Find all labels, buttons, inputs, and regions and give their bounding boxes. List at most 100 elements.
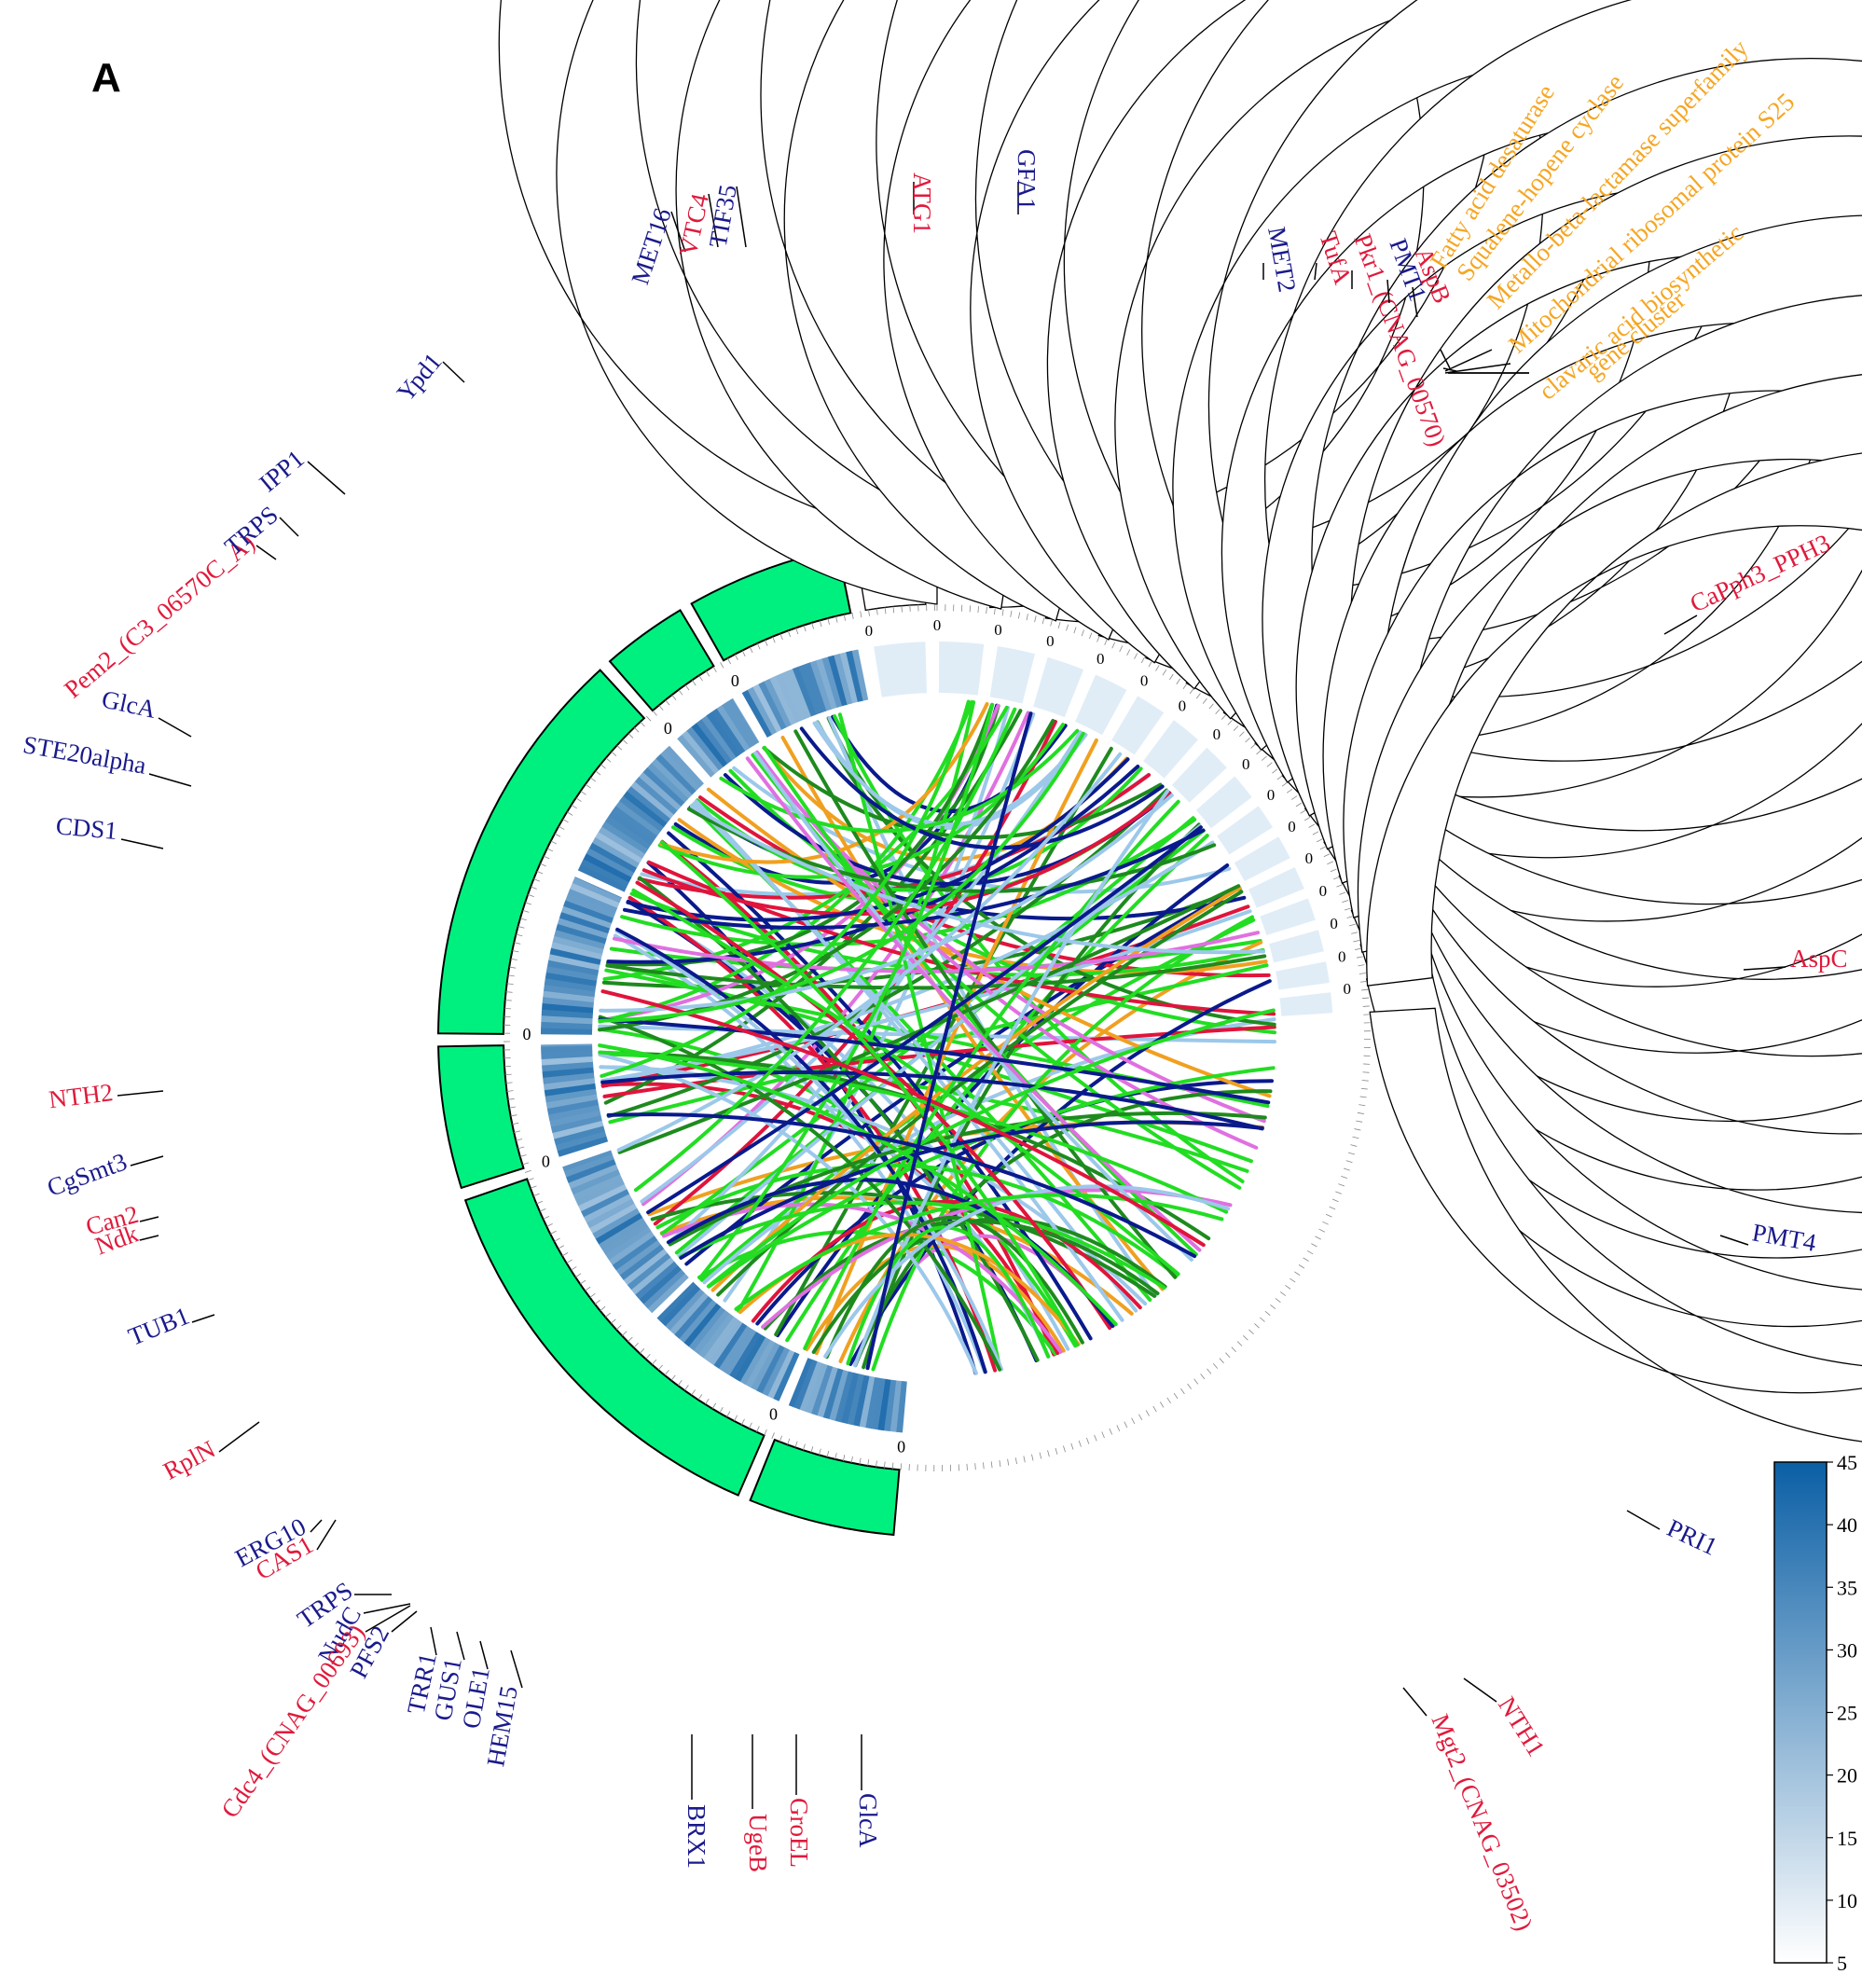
ring-tick — [518, 926, 525, 928]
ring-tick — [1201, 1374, 1205, 1379]
ring-tick — [1317, 839, 1322, 842]
ring-tick — [1348, 1153, 1355, 1154]
ring-tick — [1027, 614, 1028, 620]
ring-tick — [1360, 1097, 1367, 1098]
zero-label: 0 — [1338, 947, 1346, 965]
ring-tick — [1127, 649, 1130, 655]
ring-tick — [1237, 1342, 1242, 1346]
ring-tick — [893, 606, 894, 613]
ring-tick — [757, 643, 760, 649]
ring-tick — [581, 791, 586, 794]
ring-tick — [1357, 957, 1363, 958]
ring-tick — [554, 1238, 559, 1241]
ring-tick — [1086, 1438, 1088, 1444]
gene-label: UgeB — [744, 1814, 772, 1872]
ring-tick — [1196, 694, 1200, 699]
ring-tick — [1290, 1278, 1295, 1282]
ring-tick — [580, 1280, 586, 1284]
ring-tick — [511, 1115, 517, 1116]
gene-label: IPP1 — [254, 445, 310, 498]
ring-tick — [536, 1201, 542, 1204]
ring-tick — [1124, 1422, 1127, 1428]
ring-tick — [1360, 981, 1367, 982]
ring-tick — [1351, 932, 1358, 934]
ring-tick — [727, 658, 730, 664]
ring-tick — [514, 943, 520, 945]
ring-tick — [1213, 1363, 1218, 1368]
ring-tick — [1358, 1112, 1364, 1113]
ring-tick — [523, 910, 530, 912]
ring-tick — [531, 1186, 537, 1188]
gene-label: Cdc4_(CNAG_00693) — [215, 1619, 370, 1823]
ring-tick — [1188, 1384, 1192, 1389]
heat-cell — [1033, 657, 1083, 717]
ring-tick — [884, 1462, 885, 1469]
ring-tick — [658, 1365, 662, 1370]
ring-tick — [749, 1423, 752, 1429]
ring-tick — [1110, 1429, 1112, 1434]
label-leader-line — [140, 1236, 159, 1240]
ring-tick — [734, 1415, 737, 1421]
ring-tick — [750, 647, 752, 653]
gene-label: GlcA — [854, 1793, 882, 1848]
ring-tick — [1359, 1105, 1365, 1106]
ring-tick — [773, 637, 776, 642]
ring-tick — [572, 805, 577, 808]
ring-tick — [861, 611, 862, 617]
ring-tick — [1239, 732, 1244, 737]
gene-label: STE20alpha — [21, 730, 149, 780]
ring-tick — [525, 1170, 531, 1172]
ring-tick — [1169, 674, 1173, 680]
ring-tick — [1363, 1072, 1370, 1073]
zero-label: 0 — [1305, 849, 1314, 867]
ring-tick — [546, 1223, 552, 1226]
gene-label: Pem2_(C3_06570C_A) — [59, 529, 260, 704]
ring-tick — [811, 1446, 813, 1453]
ring-tick — [713, 667, 717, 672]
label-leader-line — [1445, 364, 1510, 373]
ring-tick — [902, 606, 903, 613]
ring-tick — [617, 745, 622, 750]
ring-tick — [1203, 698, 1207, 703]
label-leader-line — [308, 462, 345, 494]
ring-tick — [1207, 1369, 1210, 1374]
ring-tick — [555, 834, 560, 836]
ring-tick — [563, 819, 569, 822]
ring-tick — [1311, 1244, 1317, 1247]
ring-tick — [1216, 709, 1221, 713]
colorbar-tick-label: 20 — [1837, 1764, 1857, 1788]
ring-tick — [616, 1325, 621, 1330]
ring-tick — [634, 727, 639, 732]
ring-tick — [1002, 609, 1003, 615]
ring-tick — [1246, 738, 1250, 742]
ring-tick — [1349, 924, 1356, 926]
ring-tick — [684, 1385, 688, 1390]
ring-tick — [1120, 646, 1123, 652]
ring-tick — [803, 1444, 805, 1451]
ring-tick — [788, 630, 790, 637]
gene-label: GFA1 — [1013, 149, 1041, 211]
ring-tick — [765, 1429, 767, 1435]
ring-tick — [1338, 1184, 1345, 1186]
zero-label: 0 — [542, 1152, 550, 1170]
ring-tick — [1156, 666, 1160, 671]
label-leader-line — [117, 1091, 163, 1096]
ring-tick — [512, 1123, 518, 1124]
ring-tick — [787, 1439, 789, 1445]
ring-tick — [712, 1403, 716, 1409]
ring-tick — [868, 610, 869, 616]
ring-tick — [1265, 1311, 1270, 1315]
ring-tick — [640, 1348, 644, 1353]
ring-tick — [520, 1154, 527, 1156]
green-segment — [438, 1045, 523, 1188]
ring-tick — [540, 1208, 545, 1211]
gene-label: Ypd1 — [392, 348, 448, 407]
ring-tick — [659, 705, 663, 710]
colorbar-tick-label: 35 — [1837, 1576, 1857, 1599]
ring-tick — [634, 1343, 639, 1347]
ring-tick — [1285, 1285, 1290, 1289]
ring-tick — [1051, 620, 1053, 627]
ring-tick — [590, 778, 596, 781]
ring-tick — [1058, 622, 1060, 628]
ring-tick — [1024, 1456, 1025, 1462]
